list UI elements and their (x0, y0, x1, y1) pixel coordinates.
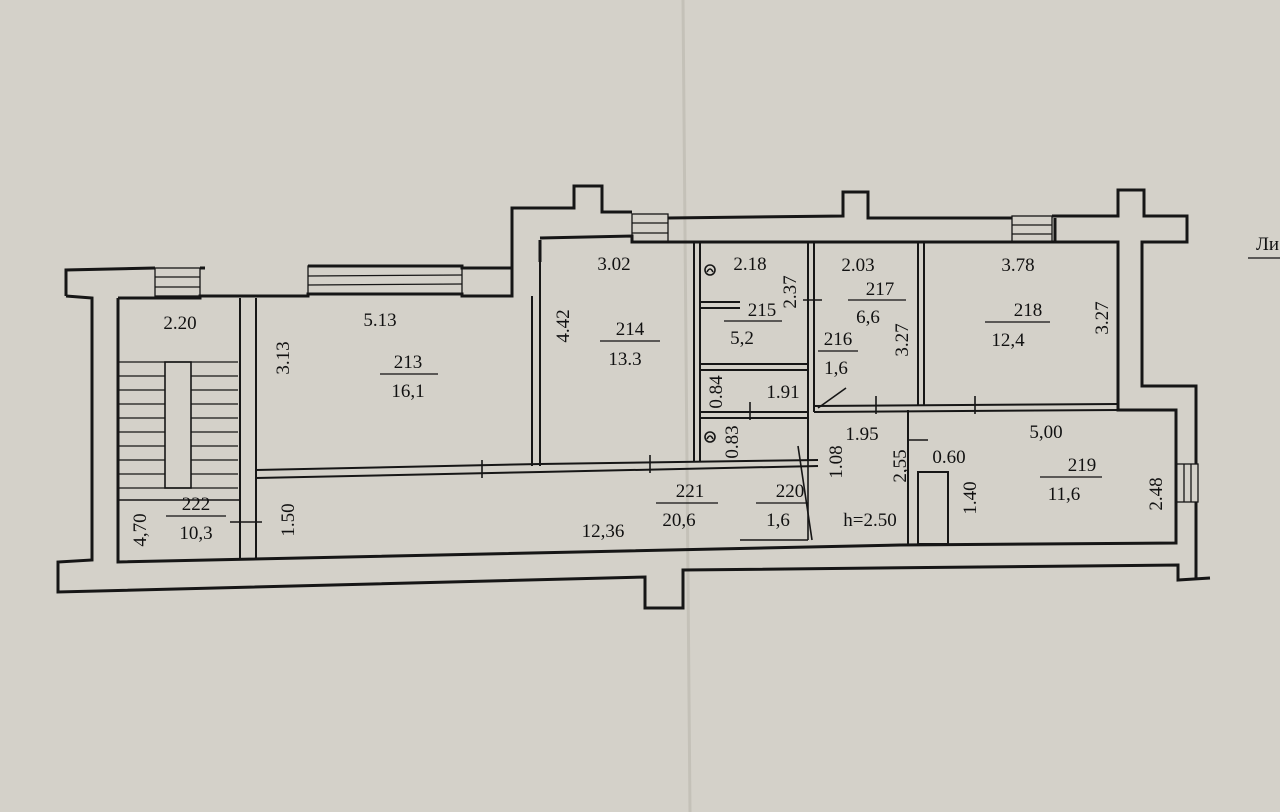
dimension-label: 5.13 (363, 310, 396, 331)
window-218 (1011, 215, 1053, 243)
dimension-label: 5,00 (1029, 422, 1062, 443)
paper-fold-line (681, 0, 692, 812)
room-label-217: 217 6,6 (848, 279, 906, 328)
dimension-label: 2.20 (163, 313, 196, 334)
outer-wall-left (56, 294, 1211, 610)
room-label-216: 216 1,6 (818, 329, 858, 379)
room-number: 220 (776, 481, 805, 502)
room-number: 215 (748, 300, 777, 321)
window-219 (1175, 463, 1199, 503)
room-number: 222 (182, 494, 211, 515)
room-area: 20,6 (662, 510, 695, 531)
dimension-label: 3.02 (597, 254, 630, 275)
room-area: 6,6 (856, 307, 880, 328)
room-label-222: 222 10,3 (166, 494, 226, 544)
sheet-edge-text: Ли (1256, 234, 1279, 255)
room-area: 13.3 (608, 349, 641, 370)
room-label-213: 213 16,1 (380, 352, 438, 402)
room-label-215: 215 5,2 (724, 300, 782, 349)
dimension-label: 1.91 (766, 382, 799, 403)
room-area: 12,4 (991, 330, 1025, 351)
room-label-219: 219 11,6 (1040, 455, 1102, 505)
ceiling-height: h=2.50 (843, 510, 896, 531)
dimension-label: 3.78 (1001, 255, 1034, 276)
window-stair (154, 267, 201, 297)
dimension-label: 1.40 (960, 481, 981, 514)
room-area: 1,6 (766, 510, 790, 531)
room-label-220: 220 1,6 (756, 481, 808, 531)
window-213 (307, 265, 463, 295)
dimension-label: 2.48 (1146, 477, 1167, 510)
dimension-label: 1.50 (278, 503, 299, 536)
dimension-label: 3.27 (1092, 301, 1113, 334)
dimension-label: 0.60 (932, 447, 965, 468)
staircase (118, 361, 238, 489)
room-number: 217 (866, 279, 895, 300)
dimension-label: 1.95 (845, 424, 878, 445)
partitions (118, 240, 1119, 560)
dimension-label: 4.42 (553, 309, 574, 342)
dimension-label: 4,70 (130, 513, 151, 546)
dimension-label: 3.13 (273, 341, 294, 374)
room-number: 213 (394, 352, 423, 373)
room-area: 10,3 (179, 523, 212, 544)
dimension-label: 0.83 (722, 425, 743, 458)
dimension-label: 1.08 (826, 445, 847, 478)
dimension-label: 3.27 (892, 323, 913, 356)
toilet-icon (704, 264, 716, 276)
dimension-label: 2.37 (780, 275, 801, 308)
dimension-label: 2.03 (841, 255, 874, 276)
dimension-label: 0.84 (706, 375, 727, 409)
window-214 (631, 213, 669, 243)
room-area: 11,6 (1048, 484, 1081, 505)
room-number: 218 (1014, 300, 1043, 321)
room-label-218: 218 12,4 (985, 300, 1050, 351)
room-number: 219 (1068, 455, 1097, 476)
room-number: 214 (616, 319, 645, 340)
room-label-221: 221 20,6 (656, 481, 718, 531)
room-area: 16,1 (391, 381, 424, 402)
dimension-label: 12,36 (582, 521, 625, 542)
outer-wall (64, 184, 1198, 578)
room-area: 5,2 (730, 328, 754, 349)
dimension-label: 2.18 (733, 254, 766, 275)
room-label-214: 214 13.3 (600, 319, 660, 370)
room-number: 221 (676, 481, 705, 502)
room-area: 1,6 (824, 358, 848, 379)
door-ticks (230, 299, 976, 523)
room-number: 216 (824, 329, 853, 350)
dimension-label: 2,55 (890, 449, 911, 482)
toilet-icon (704, 431, 716, 443)
